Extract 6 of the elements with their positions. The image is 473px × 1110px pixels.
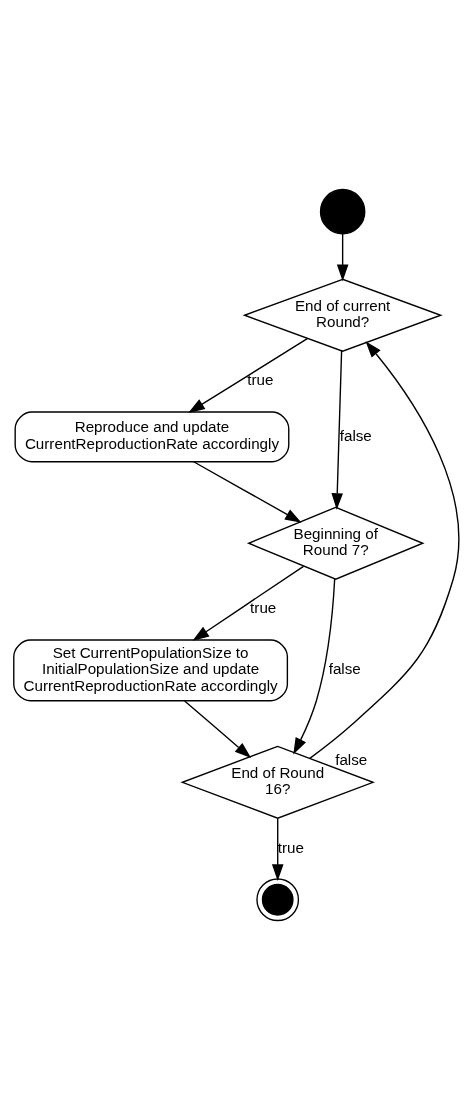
- edge-label: false: [339, 426, 372, 444]
- edge-label: true: [247, 371, 274, 389]
- edge-label: true: [250, 599, 277, 617]
- edge-label: false: [328, 660, 361, 678]
- edge-label: false: [335, 750, 368, 768]
- edge-label: true: [277, 838, 304, 856]
